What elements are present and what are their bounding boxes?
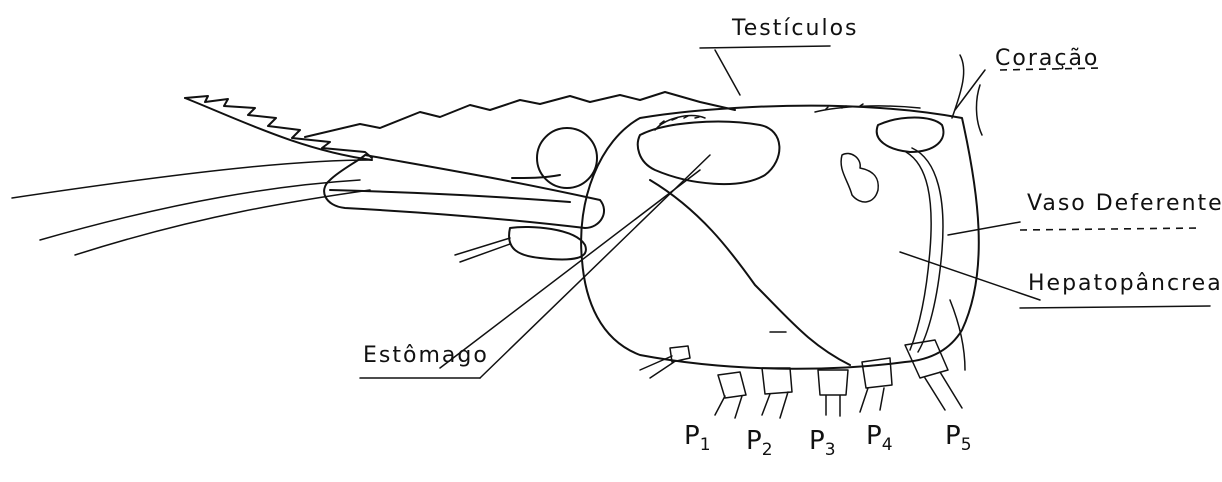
label-p4: P4 [866, 423, 893, 454]
label-estomago: Estômago [363, 345, 489, 367]
pereiopod-legs [640, 340, 962, 418]
scaphocerite [330, 190, 570, 202]
eye [537, 128, 597, 188]
antenna-base [509, 227, 586, 260]
eye-stalk [512, 175, 560, 178]
label-coracao: Coração [995, 48, 1099, 70]
carapace-rear-edge [952, 55, 964, 118]
label-testiculos: Testículos [732, 18, 859, 40]
leader-estomago-2 [440, 170, 700, 368]
carapace-groove [650, 180, 850, 365]
leader-vaso [948, 222, 1020, 235]
antenna-flagellum-2 [40, 180, 360, 240]
leader-hepato [900, 252, 1040, 300]
body-rear-line [976, 85, 982, 135]
underline-testiculos [700, 46, 830, 48]
label-p5: P5 [945, 423, 972, 454]
heart [877, 118, 944, 153]
label-hepatopancreas: Hepatopâncreas [1028, 273, 1222, 295]
label-vaso-deferente: Vaso Deferente [1027, 193, 1222, 215]
label-p3: P3 [809, 428, 836, 459]
leader-testiculos [715, 50, 740, 95]
label-p1: P1 [684, 423, 711, 454]
leader-coracao [955, 70, 985, 110]
vas-deferens-inner [906, 152, 931, 350]
antenna-flagellum-1 [12, 160, 372, 198]
stomach-outline [638, 122, 780, 184]
underline-hepato [1020, 306, 1210, 308]
label-p2: P2 [746, 428, 773, 459]
vas-deferens [912, 148, 943, 352]
testis-dark-blob [841, 153, 878, 202]
underline-vaso [1020, 228, 1200, 230]
antenna-flagellum-3 [75, 190, 370, 255]
antenna-stalk [455, 238, 510, 262]
